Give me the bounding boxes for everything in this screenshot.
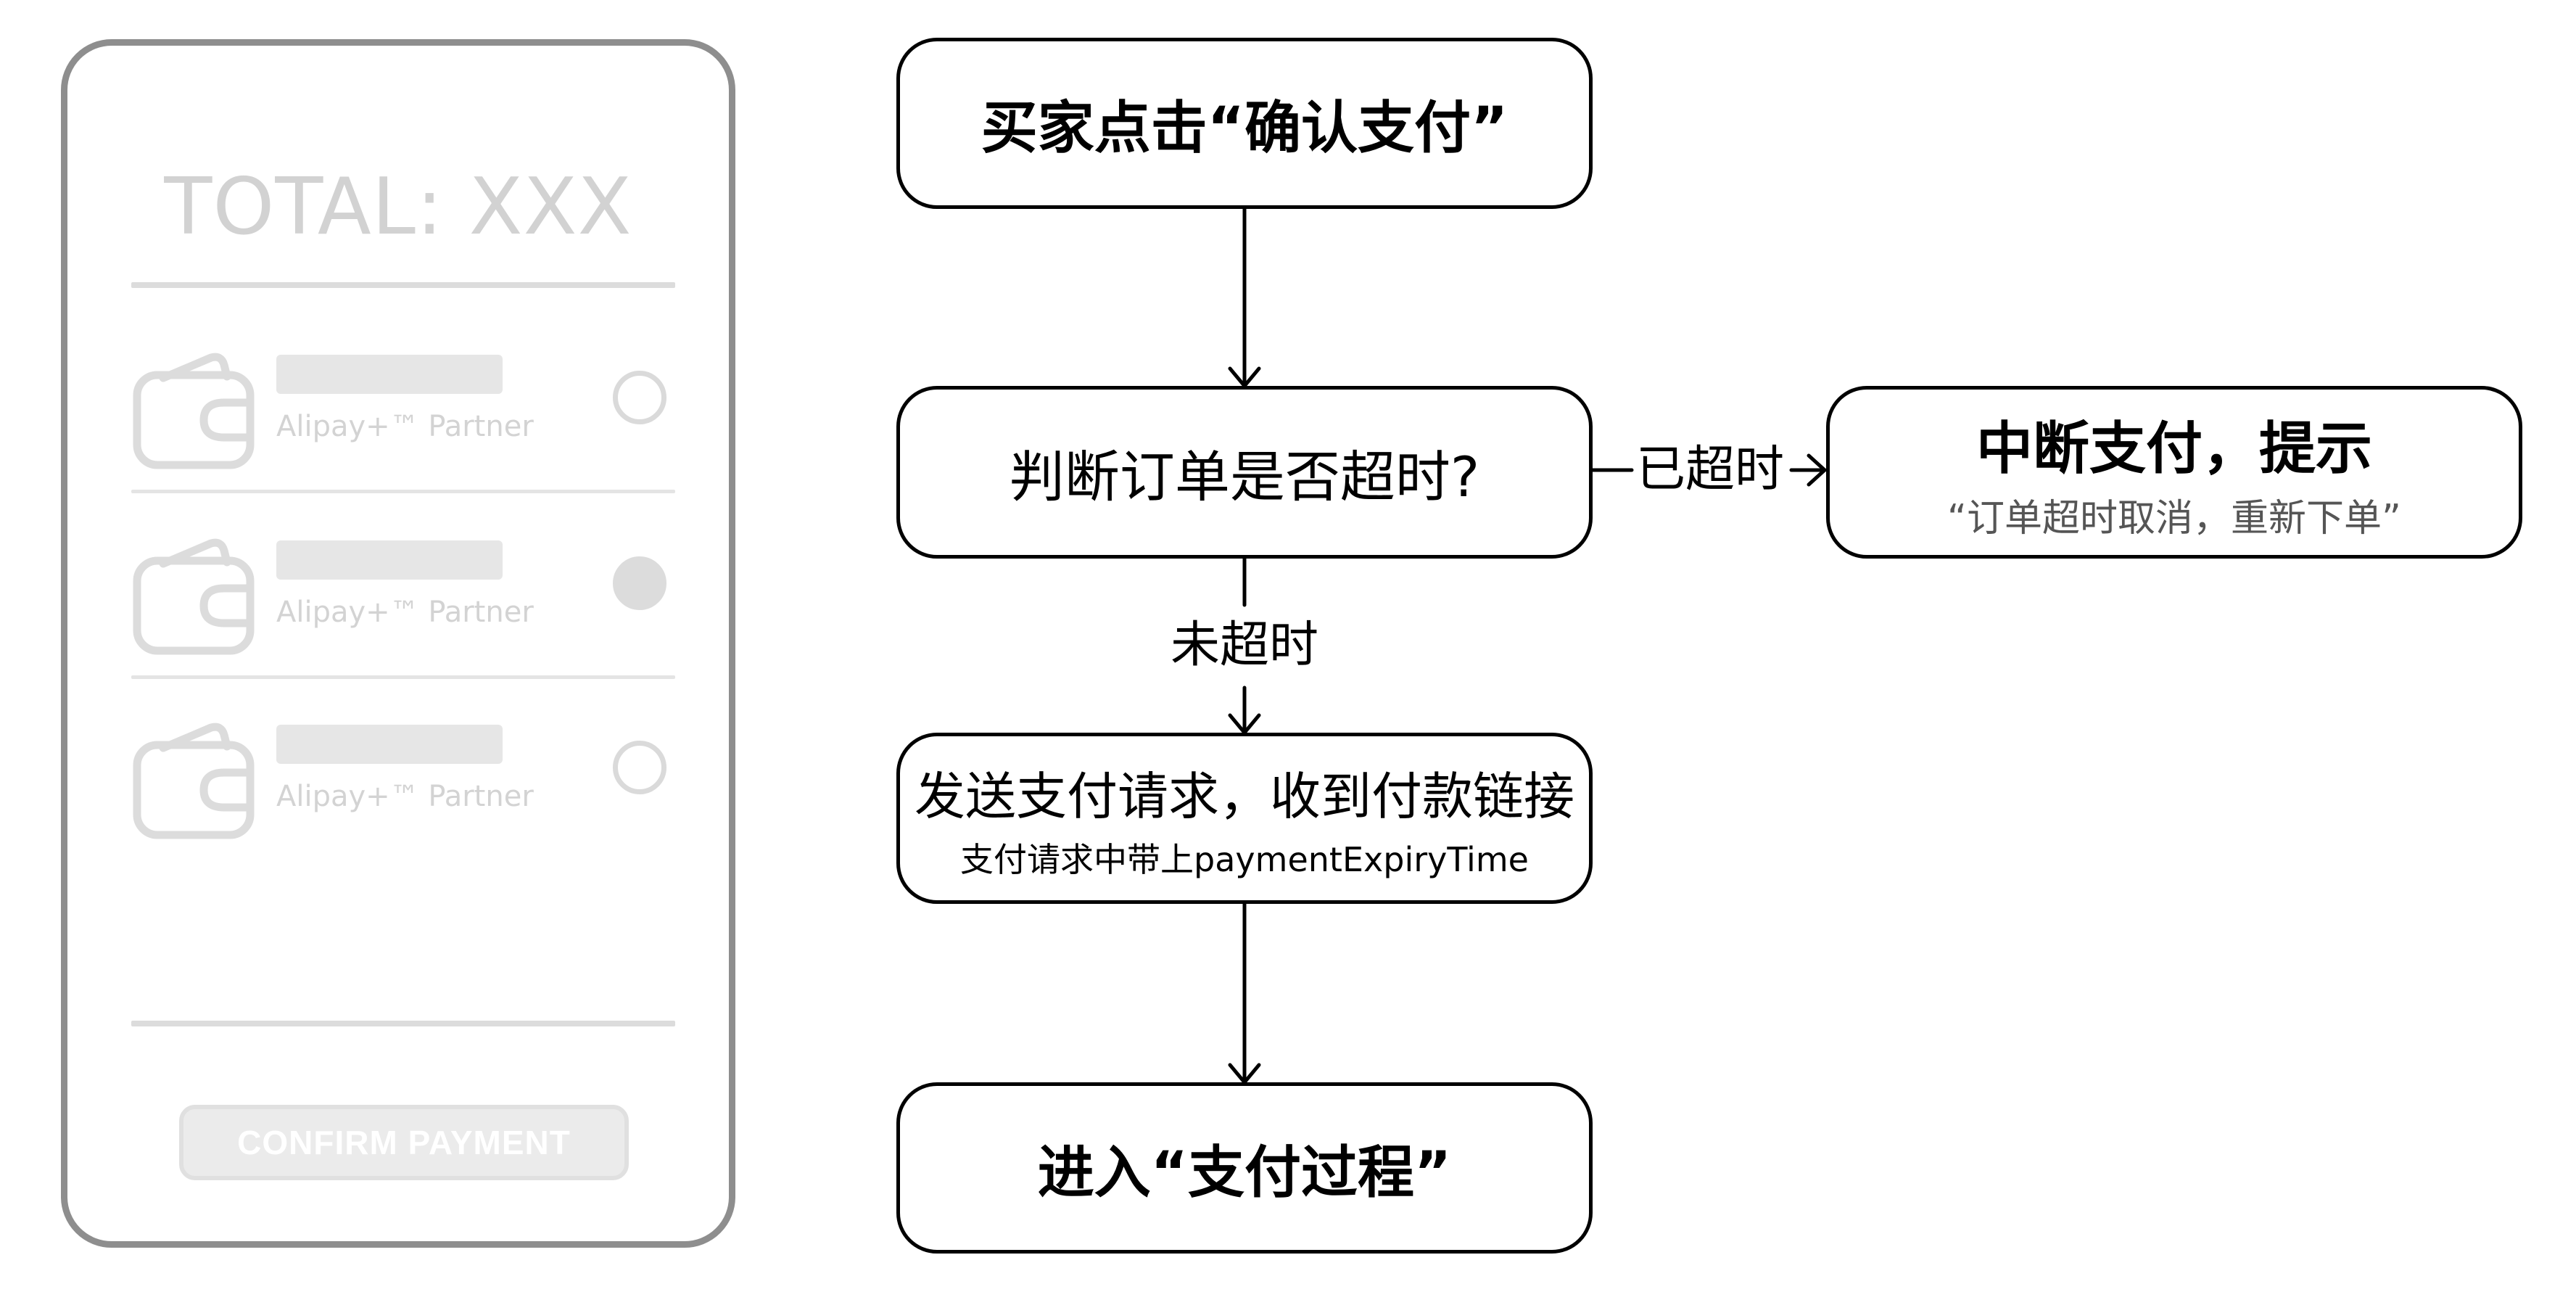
total-amount: TOTAL: XXX <box>164 162 632 252</box>
divider <box>131 490 675 493</box>
confirm-payment-button[interactable]: CONFIRM PAYMENT <box>179 1105 629 1180</box>
wallet-icon <box>133 723 255 839</box>
partner-name-placeholder <box>276 725 503 764</box>
partner-label: Alipay+™ Partner <box>276 596 534 629</box>
flow-box-text: 判断订单是否超时? <box>1009 445 1480 509</box>
flow-box-abort: 中断支付，提示 “订单超时取消，重新下单” <box>1826 386 2522 559</box>
edge-label-timeout: 已超时 <box>1636 441 1785 498</box>
flow-box-message: “订单超时取消，重新下单” <box>1947 496 2401 540</box>
wallet-icon <box>133 353 255 469</box>
wallet-icon <box>133 538 255 655</box>
flow-box-start: 买家点击“确认支付” <box>896 38 1593 209</box>
phone-mockup: TOTAL: XXX Alipay+™ Partner Alipay+™ Par… <box>61 39 735 1248</box>
divider <box>131 1021 675 1026</box>
flow-box-check-timeout: 判断订单是否超时? <box>896 386 1593 559</box>
payment-option[interactable]: Alipay+™ Partner <box>67 530 729 712</box>
flow-box-enter-payment: 进入“支付过程” <box>896 1082 1593 1254</box>
flow-box-text: 进入“支付过程” <box>1037 1140 1452 1206</box>
radio-unselected[interactable] <box>613 371 666 424</box>
partner-name-placeholder <box>276 540 503 580</box>
payment-option[interactable]: Alipay+™ Partner <box>67 345 729 526</box>
radio-selected[interactable] <box>613 556 666 610</box>
flow-box-title: 中断支付，提示 <box>1976 416 2372 482</box>
edge-label-not-timeout: 未超时 <box>1171 617 1319 674</box>
partner-label: Alipay+™ Partner <box>276 410 534 443</box>
arrowhead-right <box>1807 453 1827 487</box>
radio-unselected[interactable] <box>613 741 666 794</box>
divider <box>131 675 675 679</box>
flow-box-text: 发送支付请求，收到付款链接 <box>915 766 1574 826</box>
flow-box-text: 买家点击“确认支付” <box>981 96 1508 161</box>
payment-option[interactable]: Alipay+™ Partner <box>67 715 729 896</box>
divider <box>131 282 675 288</box>
flow-box-note: 支付请求中带上paymentExpiryTime <box>960 839 1529 879</box>
partner-name-placeholder <box>276 355 503 394</box>
partner-label: Alipay+™ Partner <box>276 780 534 813</box>
flow-box-send-request: 发送支付请求，收到付款链接 支付请求中带上paymentExpiryTime <box>896 733 1593 904</box>
